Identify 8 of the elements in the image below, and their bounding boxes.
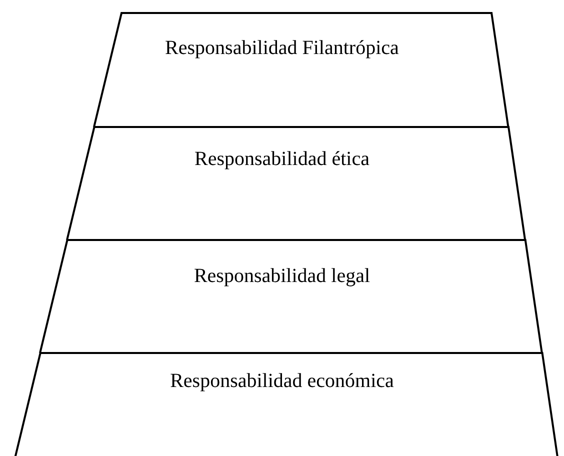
- pyramid-level: [67, 127, 526, 240]
- pyramid-level: [94, 13, 509, 127]
- pyramid-level: [14, 353, 558, 456]
- level-label: Responsabilidad económica: [169, 369, 395, 394]
- pyramid-level: [40, 240, 542, 353]
- level-label: Responsabilidad ética: [194, 147, 370, 172]
- level-label: Responsabilidad Filantrópica: [164, 36, 400, 61]
- level-label: Responsabilidad legal: [192, 264, 372, 289]
